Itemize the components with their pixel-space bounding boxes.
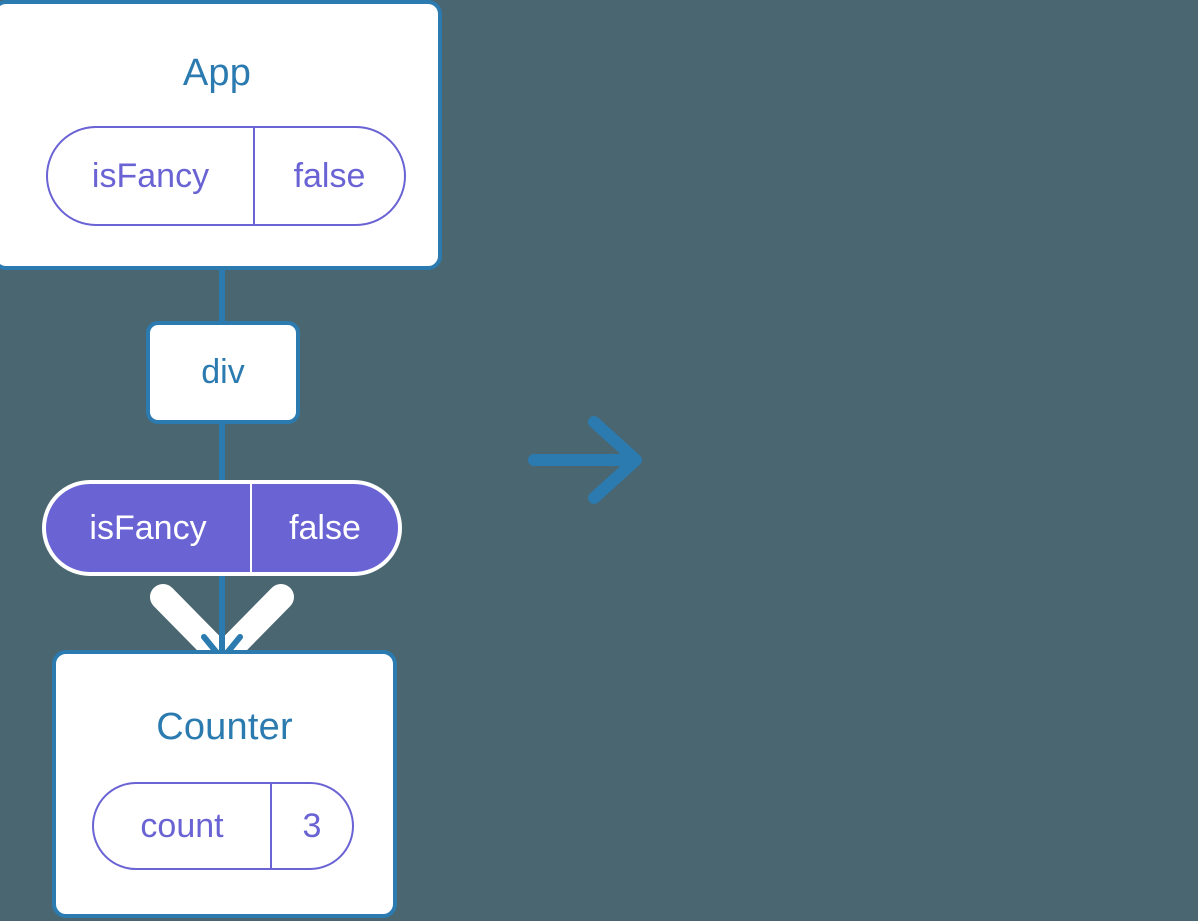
counter-state-pill: count 3 xyxy=(92,782,354,870)
app-state-pill: isFancy false xyxy=(46,126,406,226)
after-panel: App isFancy true div isFancy true xyxy=(740,0,1198,921)
app-component-box: App isFancy false xyxy=(0,0,442,270)
prop-name: isFancy xyxy=(89,508,207,547)
app-state-value: false xyxy=(253,128,404,224)
app-title: App xyxy=(182,52,252,94)
arrow-right-icon xyxy=(528,416,642,504)
div-label: div xyxy=(201,353,245,391)
after-sparkles-bottom-layer xyxy=(740,0,1198,921)
before-panel: App isFancy false div isFancy false Coun… xyxy=(0,0,500,921)
app-state-name: isFancy xyxy=(91,156,210,195)
counter-state-name: count xyxy=(140,806,224,845)
counter-state-value: 3 xyxy=(270,784,352,868)
counter-component-box: Counter count 3 xyxy=(52,650,397,918)
div-element-box: div xyxy=(146,321,300,424)
prop-pill: isFancy false xyxy=(42,480,402,576)
counter-title: Counter xyxy=(156,706,293,748)
prop-value: false xyxy=(250,484,398,572)
